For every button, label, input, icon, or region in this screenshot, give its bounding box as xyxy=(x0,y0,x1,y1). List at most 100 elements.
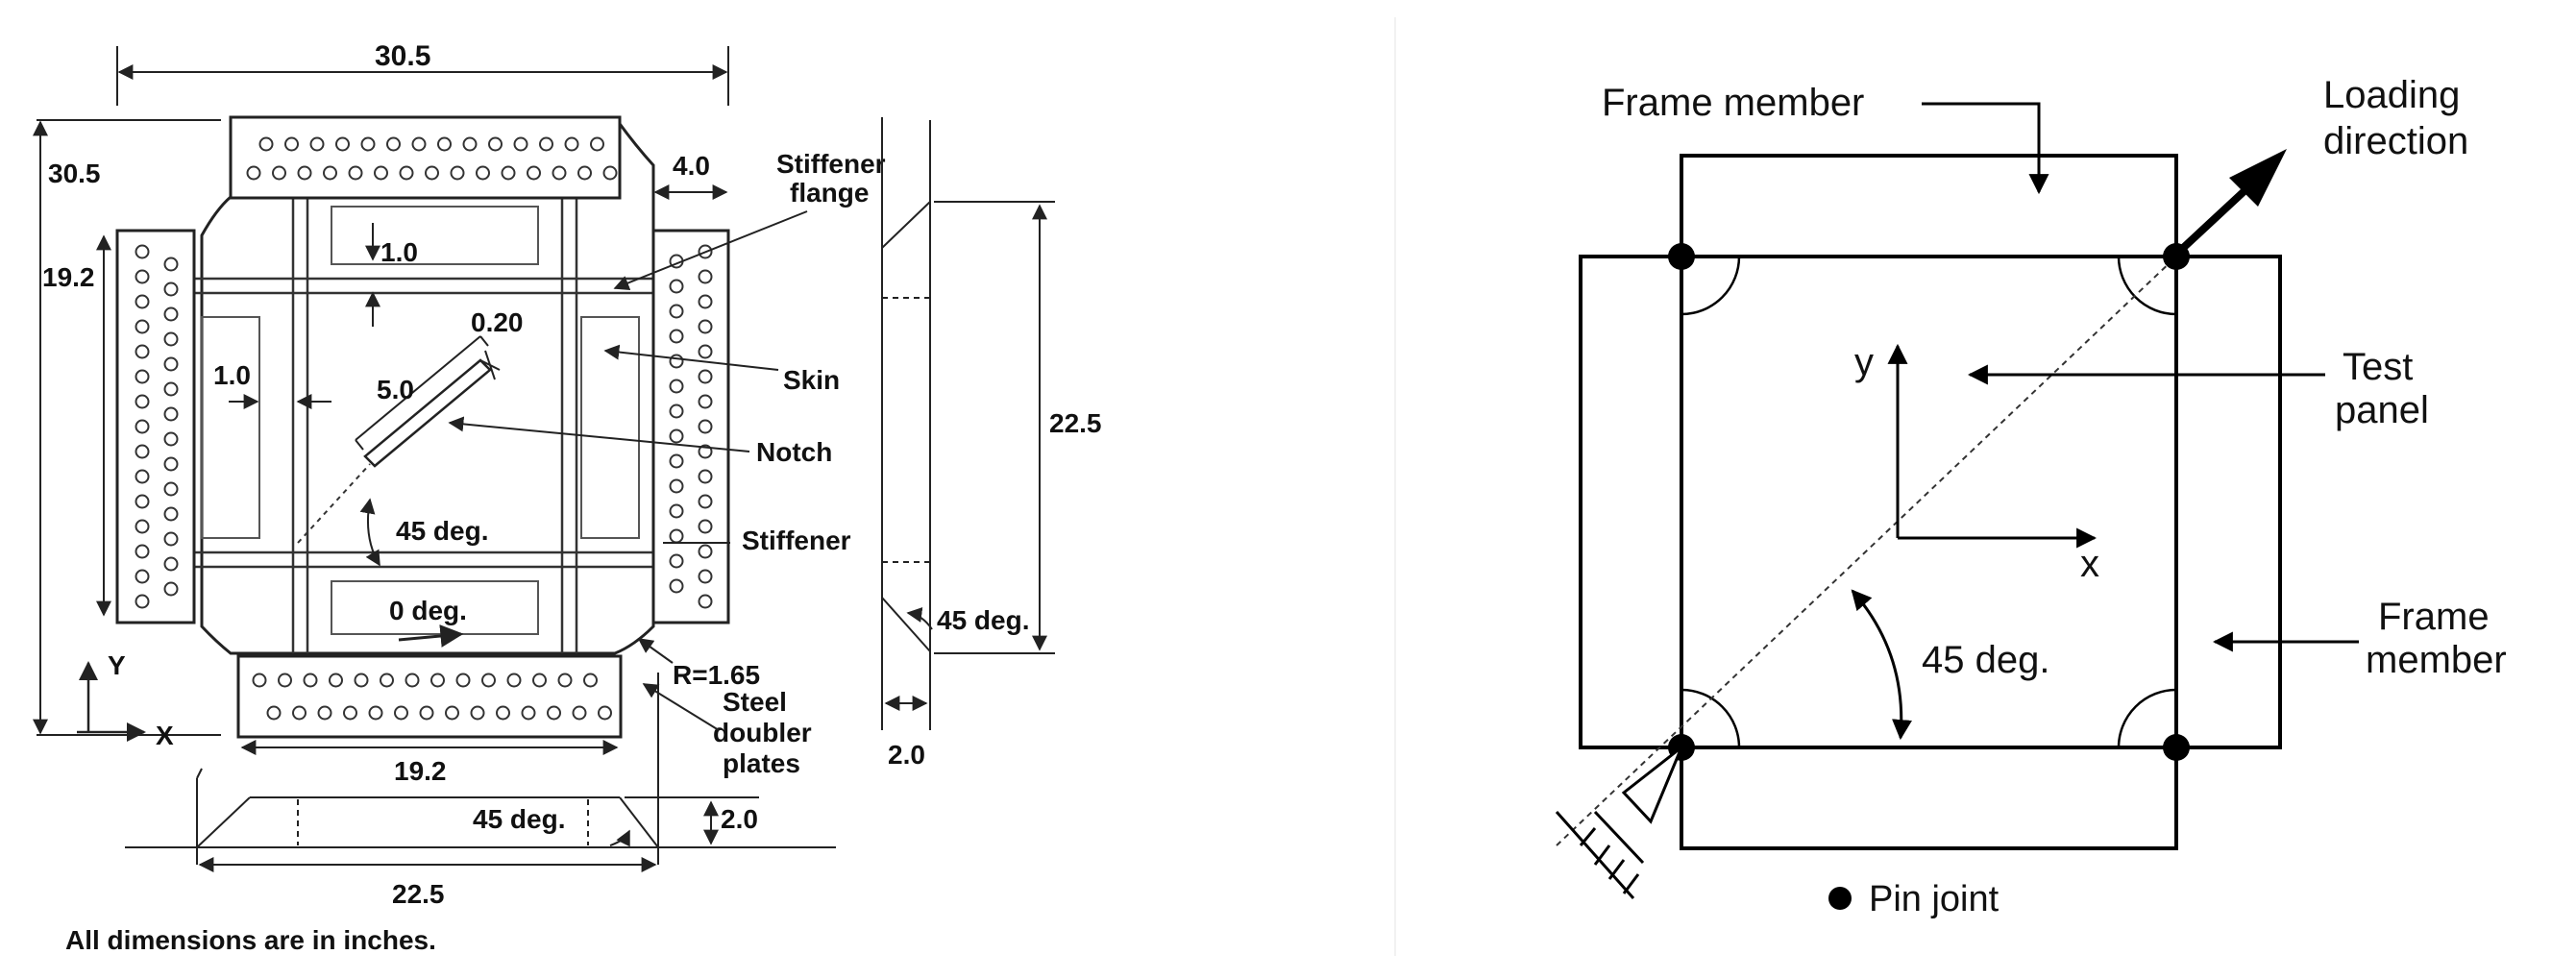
fastener-hole xyxy=(455,673,471,688)
fastener-hole xyxy=(557,673,573,688)
fastener-hole xyxy=(163,481,179,497)
fastener-hole xyxy=(445,705,459,721)
fastener-hole xyxy=(135,569,150,584)
loading-direction-label: Loading direction xyxy=(2323,74,2471,162)
skin-leader xyxy=(603,344,779,371)
skin-bays xyxy=(201,206,640,635)
profile-height-label: 22.5 xyxy=(1049,408,1102,438)
fastener-hole xyxy=(135,344,150,359)
fastener-hole xyxy=(360,136,376,152)
fastener-hole xyxy=(481,673,496,688)
fastener-hole xyxy=(669,404,684,419)
fastener-hole xyxy=(698,294,713,309)
skin-label: Skin xyxy=(783,365,840,395)
fastener-hole xyxy=(135,369,150,384)
frame-member-right-label: Frame member xyxy=(2366,596,2507,681)
panel-axis-x-label: x xyxy=(2080,543,2099,585)
fastener-hole xyxy=(602,165,618,181)
xy-axes xyxy=(77,661,146,742)
axis-x-label: X xyxy=(156,721,174,750)
dim-doubler-width-label: 4.0 xyxy=(673,151,710,181)
fastener-hole xyxy=(462,136,478,152)
fastener-hole xyxy=(450,165,465,181)
fastener-hole xyxy=(135,494,150,509)
fastener-hole xyxy=(577,165,592,181)
fastener-hole xyxy=(669,478,684,494)
panel-outline xyxy=(200,115,655,655)
bottom-profile xyxy=(125,673,836,872)
right-profile xyxy=(881,117,1055,730)
fastener-hole xyxy=(513,136,528,152)
steel-doubler-label: Steel doubler plates xyxy=(713,687,819,778)
fastener-hole xyxy=(323,165,337,181)
fastener-hole xyxy=(135,519,150,534)
profile-thickness-bottom-label: 2.0 xyxy=(721,804,758,834)
fastener-hole xyxy=(698,594,713,609)
fastener-hole xyxy=(669,279,684,294)
fastener-hole xyxy=(698,544,713,559)
loading-arrow xyxy=(2178,184,2251,253)
fastener-hole xyxy=(506,673,522,688)
fastener-hole xyxy=(374,165,388,181)
fastener-hole xyxy=(335,136,350,152)
fastener-hole xyxy=(163,331,179,347)
fastener-hole xyxy=(470,705,485,721)
fastener-hole xyxy=(669,354,684,369)
stiffener-flange-leader xyxy=(613,210,808,291)
notch xyxy=(297,335,492,544)
fastener-hole xyxy=(552,165,567,181)
fastener-hole xyxy=(297,165,312,181)
fastener-hole xyxy=(163,257,179,272)
axis-y-label: Y xyxy=(108,650,126,680)
dim-notch-width-marker xyxy=(479,350,501,380)
fastener-hole xyxy=(354,673,369,688)
fastener-hole xyxy=(698,344,713,359)
fastener-hole xyxy=(163,406,179,422)
fastener-hole xyxy=(496,705,510,721)
dim-notch-length-label: 5.0 xyxy=(377,375,414,404)
fastener-hole xyxy=(698,419,713,434)
fastener-hole xyxy=(292,705,307,721)
panel-angle-arc xyxy=(1851,589,1912,741)
loading-diagonal xyxy=(1556,256,2177,846)
dim-inner-height-label: 19.2 xyxy=(42,262,95,292)
fastener-hole xyxy=(669,329,684,344)
fastener-hole xyxy=(669,304,684,319)
fastener-hole xyxy=(163,556,179,572)
steel-doubler-leader xyxy=(642,683,720,731)
fastener-hole xyxy=(411,136,427,152)
fastener-hole xyxy=(343,705,357,721)
left-doubler-plate xyxy=(115,229,196,624)
diag-angle-label: 45 deg. xyxy=(396,516,488,546)
fastener-hole xyxy=(163,306,179,322)
fastener-hole xyxy=(669,528,684,544)
fastener-hole xyxy=(135,244,150,259)
fastener-hole xyxy=(698,369,713,384)
profile-angle-bottom-label: 45 deg. xyxy=(473,804,565,834)
bottom-frame-member xyxy=(1680,746,2178,850)
fastener-hole xyxy=(135,544,150,559)
dim-bottom-inner-label: 19.2 xyxy=(394,756,447,786)
fastener-hole xyxy=(590,136,604,152)
fastener-hole xyxy=(135,394,150,409)
fastener-hole xyxy=(437,136,452,152)
fastener-hole xyxy=(698,319,713,334)
fastener-hole xyxy=(698,519,713,534)
specimen-drawing: 30.5 30.5 19.2 4.0 1.0 0.20 xyxy=(33,40,1102,955)
fastener-hole xyxy=(698,569,713,584)
dim-top-width-label: 30.5 xyxy=(375,40,430,72)
fiber-angle-arrow xyxy=(398,624,464,648)
fastener-hole xyxy=(698,394,713,409)
fastener-hole xyxy=(669,428,684,444)
dim-top-width xyxy=(116,46,729,106)
fastener-hole xyxy=(135,469,150,484)
fastener-hole xyxy=(163,531,179,547)
fastener-hole xyxy=(405,673,420,688)
frame-member-top-leader xyxy=(1922,102,2049,195)
pin-support xyxy=(1555,743,1685,899)
fiber-angle-label: 0 deg. xyxy=(389,596,467,625)
fastener-hole xyxy=(368,705,383,721)
pin-joint-legend-dot xyxy=(1828,887,1852,910)
fastener-hole xyxy=(135,294,150,309)
right-doubler-plate xyxy=(651,229,730,624)
